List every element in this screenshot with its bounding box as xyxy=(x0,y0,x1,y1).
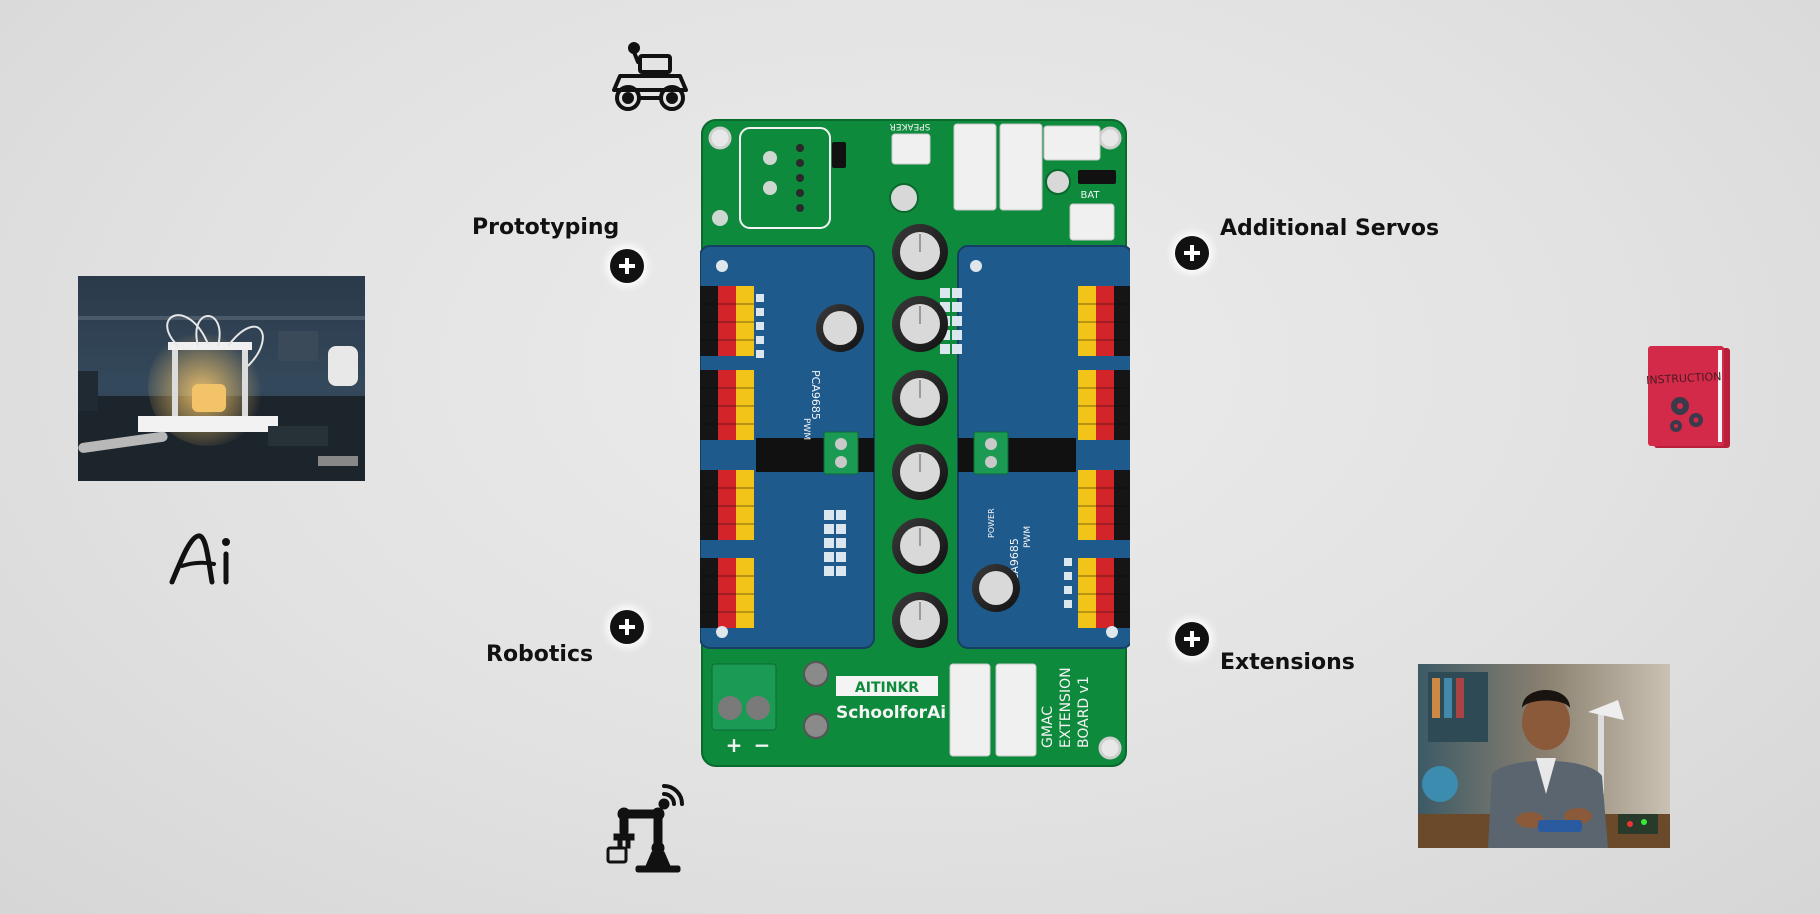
aitinkr-brand: AITINKR xyxy=(855,680,919,696)
extensions-plus-button[interactable] xyxy=(1175,622,1209,656)
terminal-minus-label: − xyxy=(754,733,771,757)
rover-robot-icon xyxy=(612,42,688,111)
schoolforai-label: SchoolforAi xyxy=(836,703,946,723)
terminal-plus-label: + xyxy=(726,733,743,757)
feature-label-additional-servos: Additional Servos xyxy=(1220,216,1440,241)
bat-label: BAT xyxy=(1080,190,1100,201)
speaker-label: SPEAKER xyxy=(890,121,931,131)
left-chip-label: PCA9685 xyxy=(809,370,822,420)
robotics-plus-button[interactable] xyxy=(610,610,644,644)
gmac-extension-board: SPEAKER BAT xyxy=(700,119,1130,767)
additional-servos-plus-button[interactable] xyxy=(1175,236,1209,270)
instruction-book-title: INSTRUCTION xyxy=(1646,370,1722,387)
board-name-line1: GMAC xyxy=(1040,706,1056,748)
right-pwm-label: PWM xyxy=(1023,526,1033,548)
right-power-label: POWER xyxy=(987,508,996,538)
feature-label-robotics: Robotics xyxy=(486,642,594,667)
prototyping-plus-button[interactable] xyxy=(610,249,644,283)
ai-logo-icon xyxy=(169,533,230,585)
instruction-book-icon: INSTRUCTION xyxy=(1646,346,1730,448)
prototyping-lab-photo xyxy=(78,276,365,481)
board-name-line3: BOARD v1 xyxy=(1076,676,1092,748)
student-electronics-photo xyxy=(1418,664,1670,848)
left-pwm-label: PWM xyxy=(801,418,811,440)
feature-label-extensions: Extensions xyxy=(1220,650,1355,675)
board-name-line2: EXTENSION xyxy=(1058,667,1074,748)
feature-label-prototyping: Prototyping xyxy=(472,215,620,240)
robotic-arm-icon xyxy=(606,784,684,873)
